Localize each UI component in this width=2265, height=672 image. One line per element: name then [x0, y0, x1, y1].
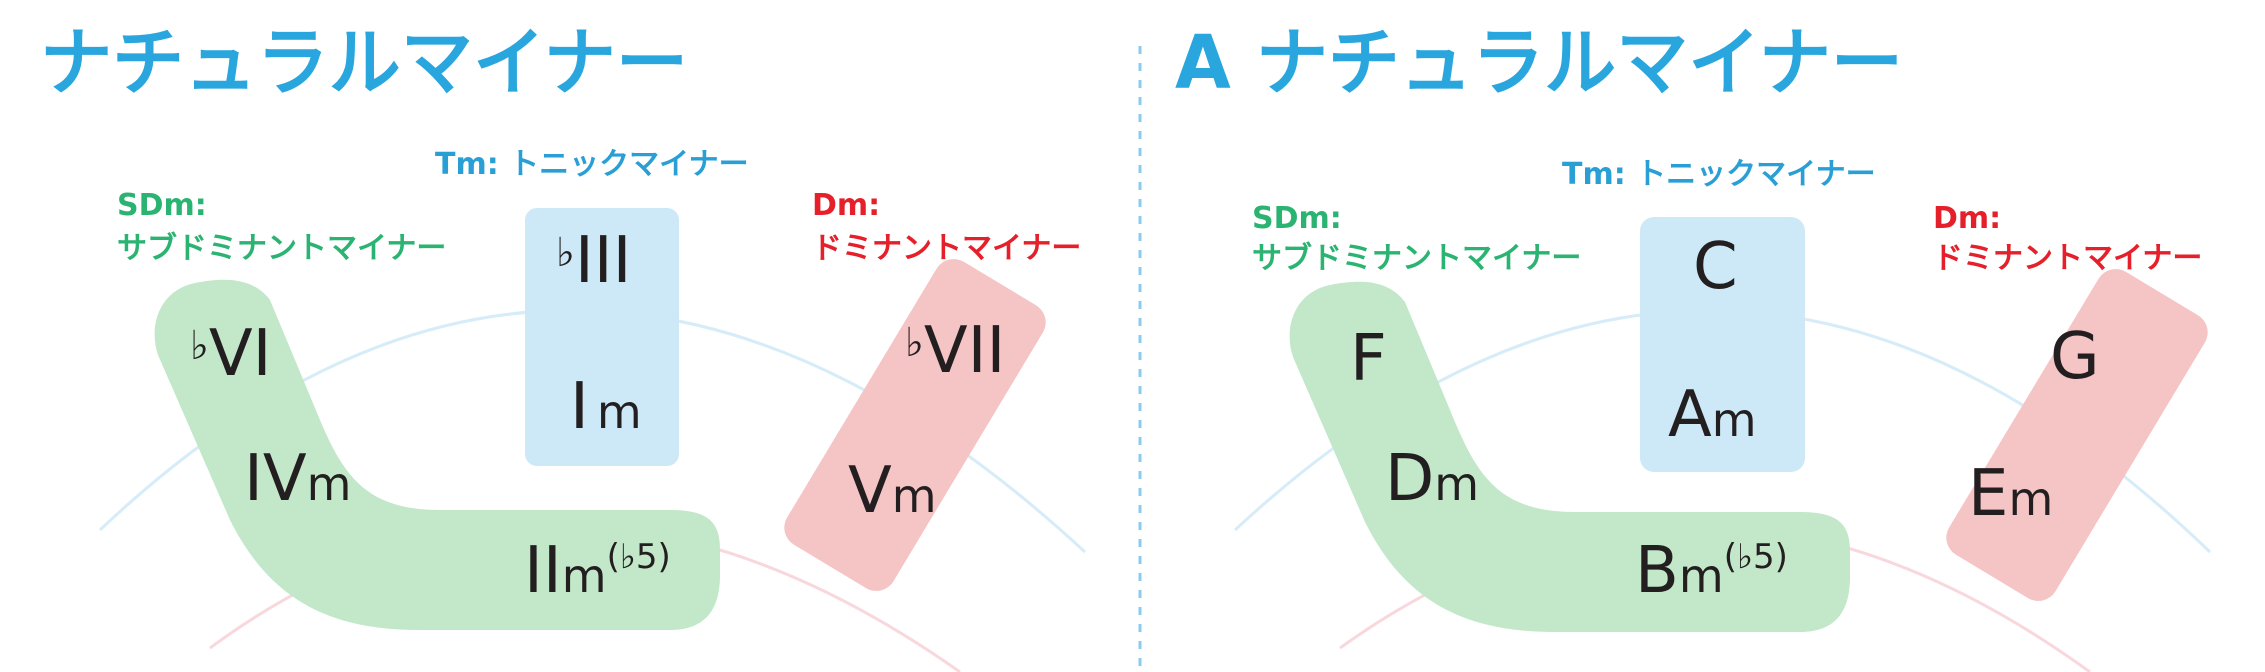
- right-dominant-label-1: Dm:: [1933, 201, 2001, 236]
- left-chord-flat-iii: ♭III: [556, 224, 632, 298]
- right-tonic-region: [1640, 217, 1805, 472]
- right-subdominant-label-2: サブドミナントマイナー: [1252, 241, 1581, 276]
- left-chord-ii-minor-flat5: IIm(♭5): [524, 534, 671, 608]
- right-panel: A ナチュラルマイナー Tm: トニックマイナー SDm: サブドミナントマイナ…: [1175, 20, 2212, 672]
- left-tonic-region: [525, 208, 679, 466]
- right-chord-a-minor: Am: [1668, 378, 1757, 452]
- left-chord-flat-vi: ♭VI: [190, 317, 272, 391]
- left-subdominant-label-2: サブドミナントマイナー: [117, 231, 446, 266]
- right-tonic-label: Tm: トニックマイナー: [1562, 157, 1876, 192]
- right-chord-f: F: [1350, 322, 1387, 396]
- right-chord-c: C: [1693, 230, 1738, 304]
- left-tonic-label: Tm: トニックマイナー: [435, 147, 749, 182]
- left-subdominant-region: [154, 279, 721, 630]
- right-title: A ナチュラルマイナー: [1175, 20, 1903, 106]
- left-chord-flat-vii: ♭VII: [905, 314, 1005, 388]
- right-chord-e-minor: Em: [1968, 457, 2053, 531]
- left-title: ナチュラルマイナー: [40, 20, 688, 106]
- right-chord-b-minor-flat5: Bm(♭5): [1635, 534, 1788, 608]
- right-subdominant-region: [1289, 281, 1850, 632]
- right-dominant-region: [1946, 269, 2208, 601]
- right-chord-d-minor: Dm: [1385, 442, 1479, 516]
- right-chord-g: G: [2050, 320, 2100, 394]
- left-chord-v-minor: Vm: [848, 454, 937, 528]
- left-dominant-label-1: Dm:: [812, 188, 880, 223]
- left-dominant-region: [784, 259, 1046, 591]
- left-chord-iv-minor: IVm: [244, 442, 351, 516]
- right-subdominant-label-1: SDm:: [1252, 201, 1342, 236]
- right-dominant-label-2: ドミナントマイナー: [1933, 241, 2202, 276]
- left-subdominant-label-1: SDm:: [117, 188, 207, 223]
- left-dominant-label-2: ドミナントマイナー: [812, 231, 1081, 266]
- left-panel: ナチュラルマイナー Tm: トニックマイナー SDm: サブドミナントマイナー …: [40, 20, 1087, 672]
